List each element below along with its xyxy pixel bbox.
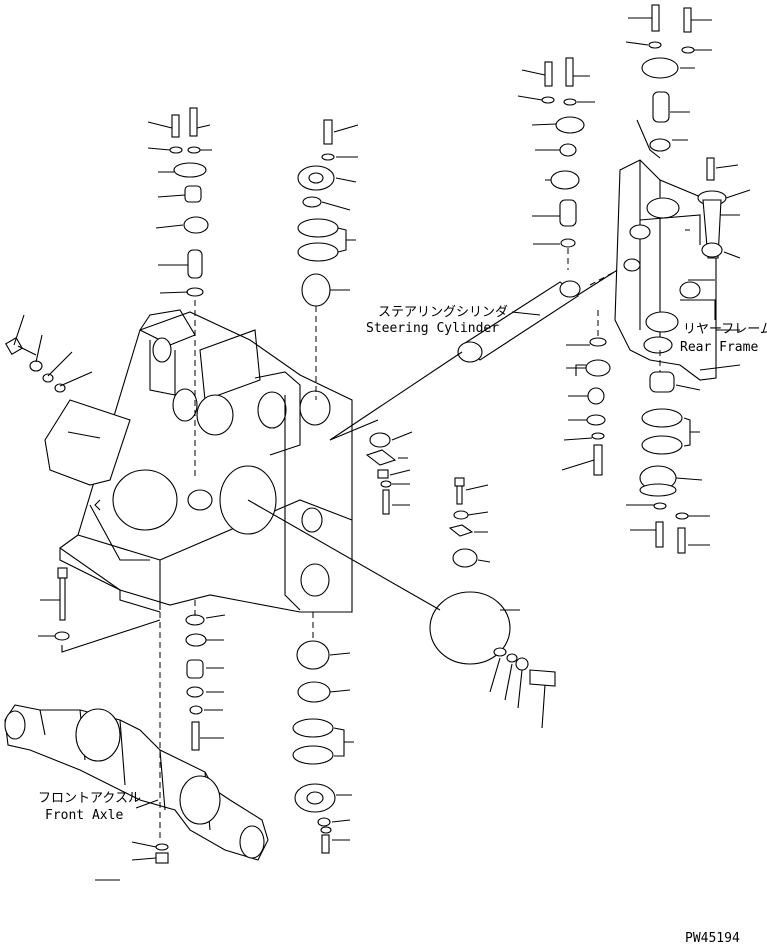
lower-left-pin-stack bbox=[185, 600, 226, 751]
steering-cylinder bbox=[329, 257, 641, 441]
mid-right-hardware bbox=[329, 419, 491, 568]
upper-mid-right-stack bbox=[517, 57, 595, 270]
center-upper-stack bbox=[297, 119, 359, 400]
front-frame bbox=[59, 309, 353, 613]
rear-frame-label-jp: リヤーフレーム bbox=[683, 322, 767, 337]
rear-lower-right-stack bbox=[626, 350, 710, 554]
rear-top-stack bbox=[625, 4, 751, 259]
center-lower-stack bbox=[292, 612, 354, 854]
upper-left-pin-stack bbox=[147, 107, 212, 480]
rear-frame bbox=[614, 159, 741, 381]
round-cover-plate bbox=[247, 499, 556, 729]
steering-cylinder-label-jp: ステアリングシリンダ bbox=[378, 305, 508, 320]
front-axle-label-en: Front Axle bbox=[45, 808, 123, 823]
rear-frame-label-en: Rear Frame bbox=[680, 340, 758, 355]
long-bolt-left bbox=[38, 567, 161, 653]
cover-plate bbox=[44, 399, 131, 486]
front-axle bbox=[4, 612, 269, 881]
steering-cylinder-label-en: Steering Cylinder bbox=[366, 321, 499, 336]
drawing-number: PW45194 bbox=[685, 931, 740, 945]
rear-lower-left-stack bbox=[561, 310, 611, 476]
front-axle-label-jp: フロントアクスル bbox=[38, 791, 141, 806]
left-bolt-set bbox=[5, 314, 93, 393]
